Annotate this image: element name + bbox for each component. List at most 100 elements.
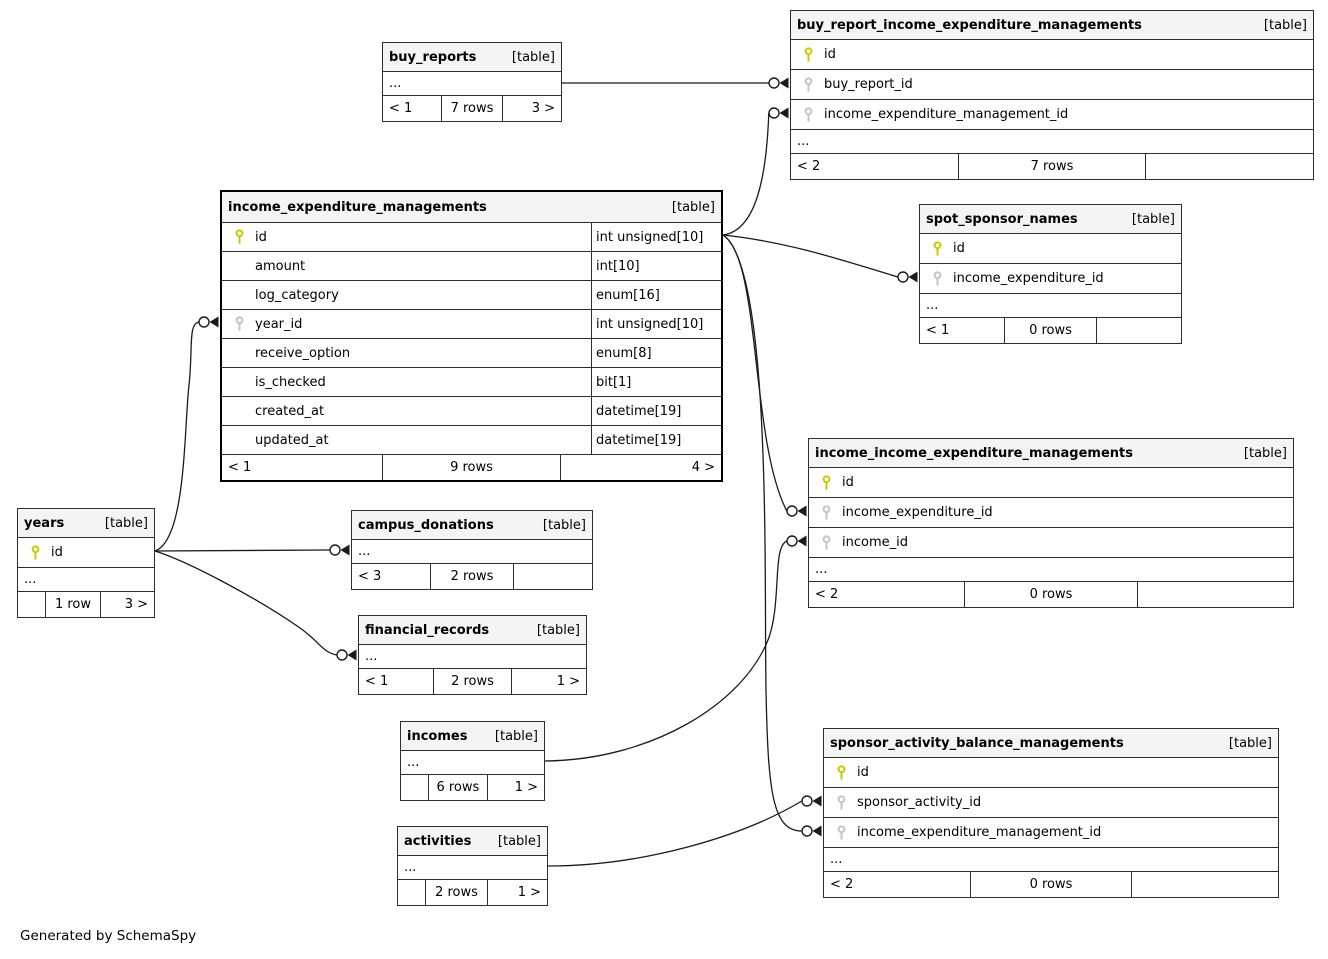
column-name-cell: buy_report_id xyxy=(791,70,1313,99)
column-row-id[interactable]: id xyxy=(791,39,1313,69)
key-slot xyxy=(932,270,943,287)
relationship-line-7 xyxy=(154,550,337,656)
table-title[interactable]: years xyxy=(24,515,65,531)
table-tag: [table] xyxy=(511,49,555,65)
table-title[interactable]: income_expenditure_managements xyxy=(228,199,487,215)
table-title[interactable]: campus_donations xyxy=(358,517,494,533)
column-row-id[interactable]: id xyxy=(920,233,1181,263)
column-type: datetime[19] xyxy=(591,426,721,454)
key-slot xyxy=(803,76,814,93)
relationship-line-9 xyxy=(547,800,803,867)
column-name: buy_report_id xyxy=(824,77,913,92)
relationship-arrowhead xyxy=(347,649,357,661)
column-row-income_expenditure_id[interactable]: income_expenditure_id xyxy=(809,497,1293,527)
table-header[interactable]: incomes[table] xyxy=(401,722,544,750)
footer-row-count: 2 rows xyxy=(429,564,514,589)
table-header[interactable]: buy_report_income_expenditure_management… xyxy=(791,11,1313,39)
table-title[interactable]: sponsor_activity_balance_managements xyxy=(830,735,1124,751)
footer-children xyxy=(513,564,592,589)
fk-key-icon xyxy=(804,76,813,92)
column-name: id xyxy=(953,241,965,256)
column-name: income_expenditure_id xyxy=(953,271,1104,286)
column-row-id[interactable]: id xyxy=(809,467,1293,497)
table-title[interactable]: incomes xyxy=(407,728,468,744)
footer-children: 3 > xyxy=(100,592,154,617)
column-name-cell: id xyxy=(18,538,154,567)
column-row-buy_report_id[interactable]: buy_report_id xyxy=(791,69,1313,99)
zero-or-many-circle xyxy=(786,535,798,547)
column-row-id[interactable]: id xyxy=(18,537,154,567)
table-title[interactable]: buy_reports xyxy=(389,49,477,65)
footer-parents: < 1 xyxy=(389,101,413,116)
table-title[interactable]: financial_records xyxy=(365,622,490,638)
footer-parents xyxy=(398,880,425,905)
footer-parents: < 1 xyxy=(228,460,252,475)
table-header[interactable]: financial_records[table] xyxy=(359,616,586,644)
footer-children xyxy=(1131,872,1278,897)
table-title[interactable]: income_income_expenditure_managements xyxy=(815,445,1133,461)
column-row-income_expenditure_management_id[interactable]: income_expenditure_management_id xyxy=(791,99,1313,129)
table-title[interactable]: buy_report_income_expenditure_management… xyxy=(797,17,1142,33)
table-spot_sponsor_names[interactable]: spot_sponsor_names [table] id income_expend… xyxy=(919,204,1182,344)
table-header[interactable]: income_income_expenditure_managements[ta… xyxy=(809,439,1293,467)
table-header[interactable]: activities[table] xyxy=(398,827,547,855)
column-row-income_expenditure_management_id[interactable]: income_expenditure_management_id xyxy=(824,817,1278,847)
column-name: income_expenditure_management_id xyxy=(857,825,1102,840)
table-header[interactable]: spot_sponsor_names [table] xyxy=(920,205,1181,233)
column-row-income_expenditure_id[interactable]: income_expenditure_id xyxy=(920,263,1181,293)
more-columns-ellipsis: ... xyxy=(401,750,544,774)
table-buy_report_income_expenditure_managements[interactable]: buy_report_income_expenditure_management… xyxy=(790,10,1314,180)
column-row-id[interactable]: id xyxy=(824,757,1278,787)
table-header[interactable]: buy_reports [table] xyxy=(383,43,561,71)
column-name: id xyxy=(255,229,267,245)
fk-key-icon xyxy=(235,316,244,331)
table-header[interactable]: sponsor_activity_balance_managements [tab… xyxy=(824,729,1278,757)
table-income_income_expenditure_managements[interactable]: income_income_expenditure_managements[ta… xyxy=(808,438,1294,608)
relationship-arrowhead xyxy=(797,505,807,517)
relationship-arrowhead xyxy=(779,107,789,119)
column-row-sponsor_activity_id[interactable]: sponsor_activity_id xyxy=(824,787,1278,817)
column-name: income_expenditure_management_id xyxy=(824,107,1069,122)
table-tag: [table] xyxy=(1228,735,1272,751)
table-header[interactable]: campus_donations[table] xyxy=(352,511,592,539)
fk-key-icon xyxy=(822,534,831,550)
column-name: income_expenditure_id xyxy=(842,505,993,520)
column-row-income_id[interactable]: income_id xyxy=(809,527,1293,557)
relationship-line-8 xyxy=(544,540,788,762)
table-header[interactable]: income_expenditure_managements[table] xyxy=(222,192,721,222)
relationship-line-6 xyxy=(154,549,330,552)
table-title[interactable]: spot_sponsor_names xyxy=(926,211,1078,227)
pk-key-icon xyxy=(804,46,813,62)
table-sponsor_activity_balance_managements[interactable]: sponsor_activity_balance_managements [tab… xyxy=(823,728,1279,898)
more-columns-ellipsis: ... xyxy=(824,847,1278,871)
column-type: int unsigned[10] xyxy=(591,310,721,338)
relationship-arrowhead xyxy=(797,535,807,547)
table-header[interactable]: years[table] xyxy=(18,509,154,537)
zero-or-many-circle xyxy=(768,107,780,119)
fk-key-icon xyxy=(822,504,831,520)
table-title[interactable]: activities xyxy=(404,833,472,849)
column-name-cell: sponsor_activity_id xyxy=(824,788,1278,817)
key-slot xyxy=(836,794,847,811)
table-tag: [table] xyxy=(1131,211,1175,227)
